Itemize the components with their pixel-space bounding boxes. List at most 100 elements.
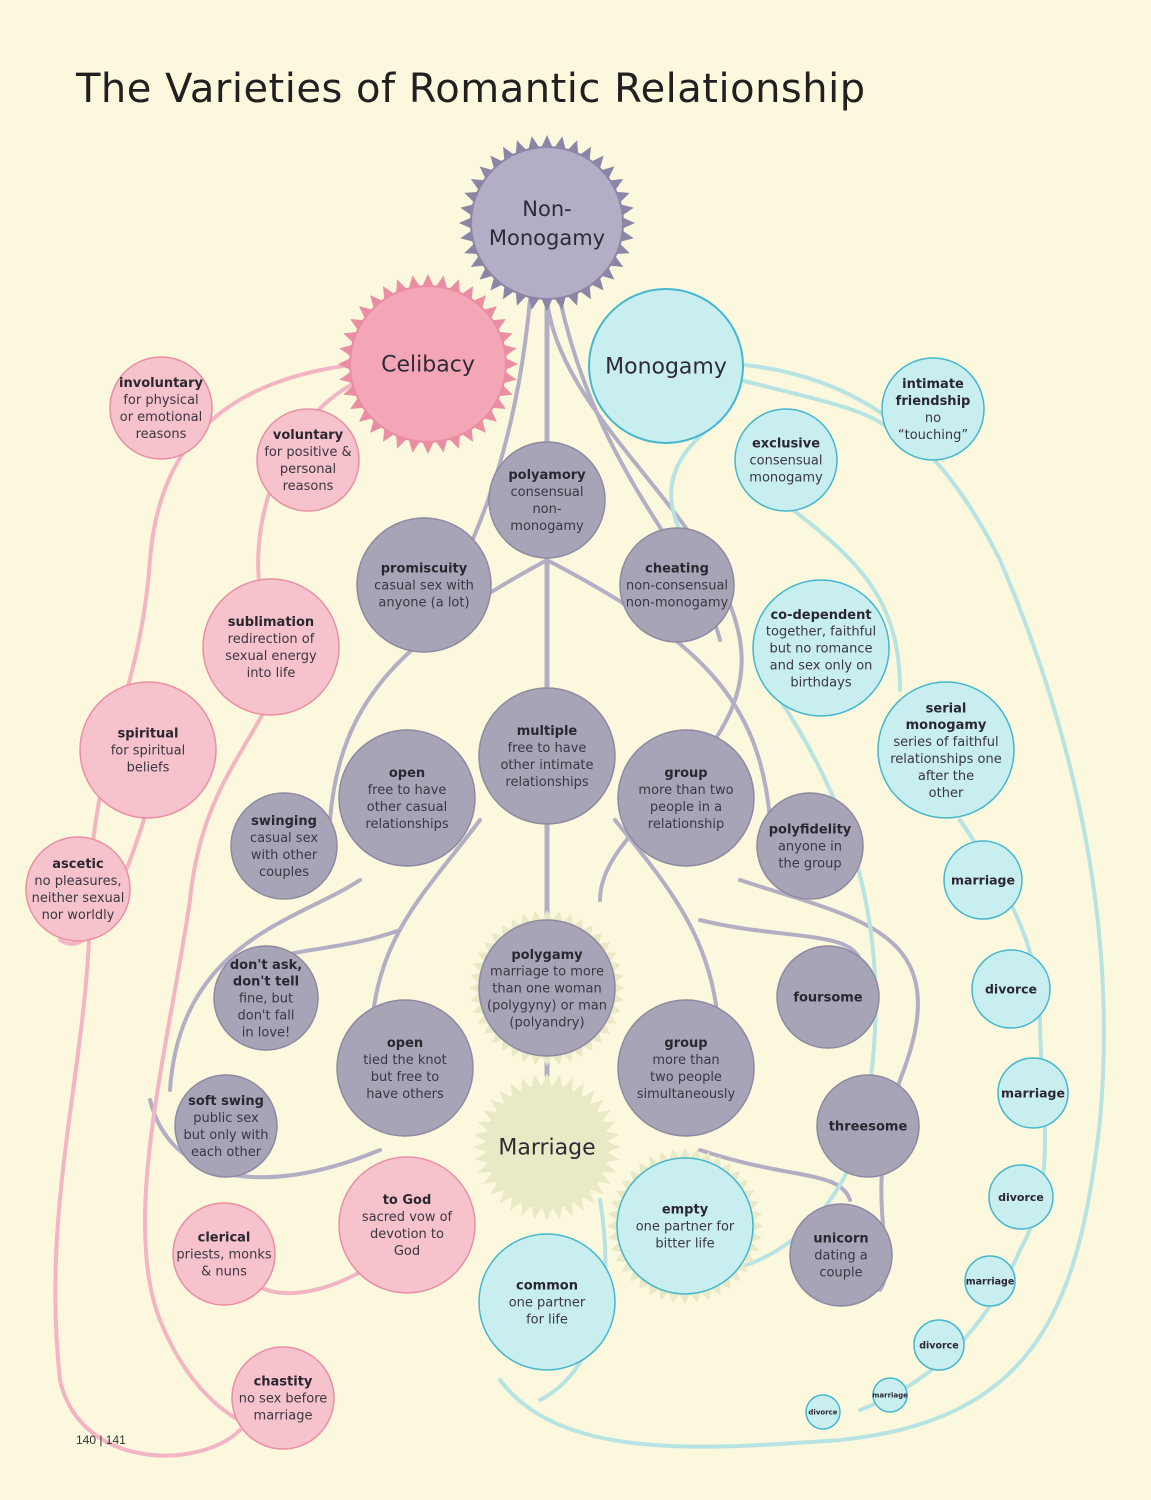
node-circle [877,681,1015,819]
node-chain-4[interactable]: divorce [988,1164,1054,1230]
node-chain-5[interactable]: marriage [964,1255,1016,1307]
node-description-line: series of faithful [893,735,998,750]
node-circle [734,408,838,512]
node-circle [488,441,606,559]
node-title-line: sublimation [228,615,314,630]
node-title-line: divorce [985,981,1037,996]
node-circle [25,836,131,942]
node-circle [338,729,476,867]
node-chain-2[interactable]: divorce [971,949,1051,1029]
connector-line [698,918,862,962]
node-chain-7[interactable]: marriage [872,1377,908,1413]
node-description-line: other intimate [500,758,593,773]
node-title-line: clerical [198,1231,251,1246]
node-chain-8[interactable]: divorce [805,1394,841,1430]
hub-monogamy-label: Monogamy [605,355,727,380]
node-chain-6[interactable]: divorce [913,1319,965,1371]
node-description-line: have others [366,1087,444,1102]
node-chain-1[interactable]: marriage [943,840,1023,920]
node-title-line: multiple [517,724,578,739]
node-description-line: free to have [368,783,447,798]
node-circle [213,945,319,1051]
node-circle [109,356,213,460]
node-title-line: serial [926,701,967,716]
hub-monogamy[interactable]: Monogamy [588,288,744,444]
node-title-line: to God [383,1193,432,1208]
hub-marriage[interactable]: Marriage [473,1073,621,1221]
hub-marriage-circle [485,1085,609,1209]
node-description-line: people in a [650,800,722,815]
node-title-line: polyamory [508,468,586,483]
node-description-line: than one woman [492,982,601,997]
node-description-line: sexual energy [225,649,317,664]
node-title-line: exclusive [752,437,820,452]
node-label: divorce [808,1409,837,1417]
node-description-line: neither sexual [32,891,125,906]
node-description-line: non-monogamy [626,595,729,610]
node-description-line: public sex [193,1111,259,1126]
node-title-line: divorce [998,1191,1044,1204]
hub-celibacy-label: Celibacy [381,353,475,378]
node-description-line: for physical [123,393,198,408]
node-description-line: & nuns [201,1264,247,1279]
node-description-line: fine, but [239,992,293,1007]
hub-non-monogamy[interactable]: Non-Monogamy [459,135,635,311]
node-foursome[interactable]: foursome [776,945,880,1049]
node-description-line: couple [819,1265,862,1280]
node-description-line: priests, monks [176,1248,271,1263]
node-description-line: God [394,1244,420,1259]
hub-celibacy[interactable]: Celibacy [338,274,518,454]
node-description-line: with other [251,848,318,863]
node-circle [174,1074,278,1178]
node-title-line: co-dependent [770,608,871,623]
node-description-line: relationships [365,817,448,832]
node-title-line: friendship [896,394,971,409]
node-chain-3[interactable]: marriage [997,1057,1069,1129]
node-description-line: for positive & [264,445,351,460]
node-title-line: open [387,1036,423,1051]
node-clerical[interactable]: clerical priests, monks& nuns [172,1202,276,1306]
node-threesome[interactable]: threesome [816,1074,920,1178]
node-description-line: each other [191,1145,262,1160]
node-description-line: for life [526,1312,568,1327]
